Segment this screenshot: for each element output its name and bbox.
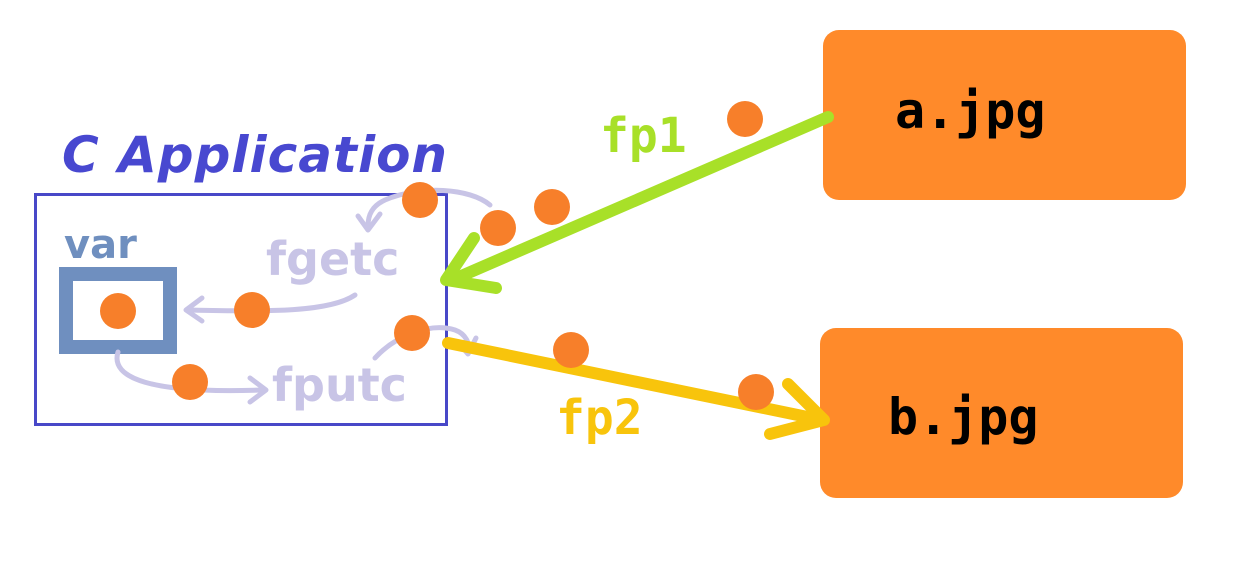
- variable-label: var: [64, 222, 137, 268]
- data-dot: [727, 101, 763, 137]
- fgetc-to-var-head: [183, 295, 205, 324]
- fp2-stream-head: [764, 378, 830, 440]
- application-title: C Application: [62, 126, 449, 184]
- fp1-label: fp1: [600, 108, 687, 164]
- var-to-fputc-head: [247, 375, 269, 405]
- data-dot: [534, 189, 570, 225]
- file-b-label: b.jpg: [888, 388, 1039, 446]
- data-dots: [100, 101, 774, 410]
- data-dot: [480, 210, 516, 246]
- data-dot: [553, 332, 589, 368]
- fp1-stream-head: [440, 232, 502, 294]
- data-dot: [100, 293, 136, 329]
- data-dot: [172, 364, 208, 400]
- data-dot: [394, 315, 430, 351]
- fgetc-curve-head: [355, 211, 383, 233]
- file-a-box: a.jpg: [823, 30, 1186, 200]
- fputc-label: fputc: [272, 358, 407, 412]
- application-box: [34, 193, 448, 426]
- data-dot: [402, 182, 438, 218]
- fgetc-to-var-line: [187, 292, 358, 314]
- fgetc-curve: [365, 187, 493, 229]
- file-a-label: a.jpg: [895, 82, 1046, 140]
- data-dot: [234, 292, 270, 328]
- fp2-label: fp2: [556, 390, 643, 446]
- data-dot: [738, 374, 774, 410]
- fp1-stream-line: [446, 111, 834, 286]
- var-to-fputc-line: [114, 349, 265, 394]
- file-b-box: b.jpg: [820, 328, 1183, 498]
- fgetc-label: fgetc: [266, 232, 400, 286]
